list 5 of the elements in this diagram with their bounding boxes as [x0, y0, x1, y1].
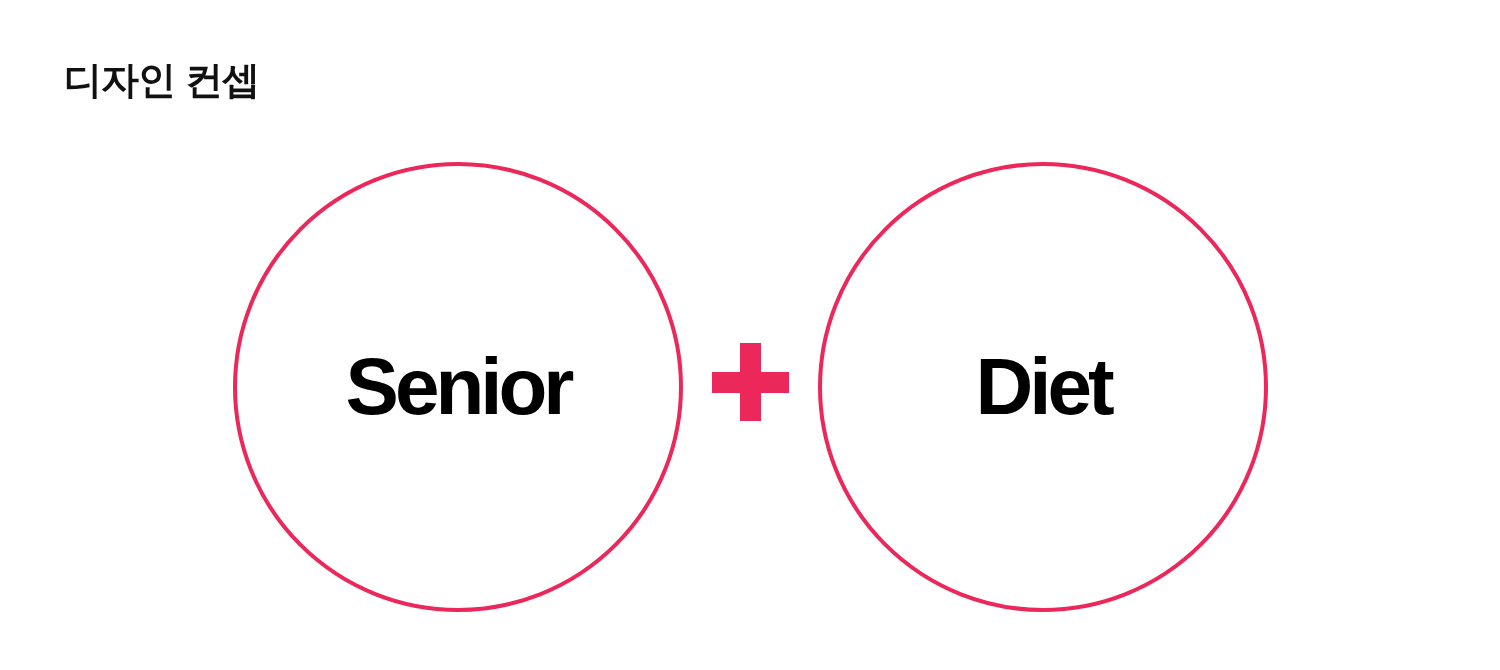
node-label: Diet — [975, 347, 1111, 427]
title: 디자인 컨셉 — [64, 58, 259, 103]
circle — [233, 162, 683, 612]
node-label: Senior — [345, 347, 571, 427]
circle — [818, 162, 1268, 612]
